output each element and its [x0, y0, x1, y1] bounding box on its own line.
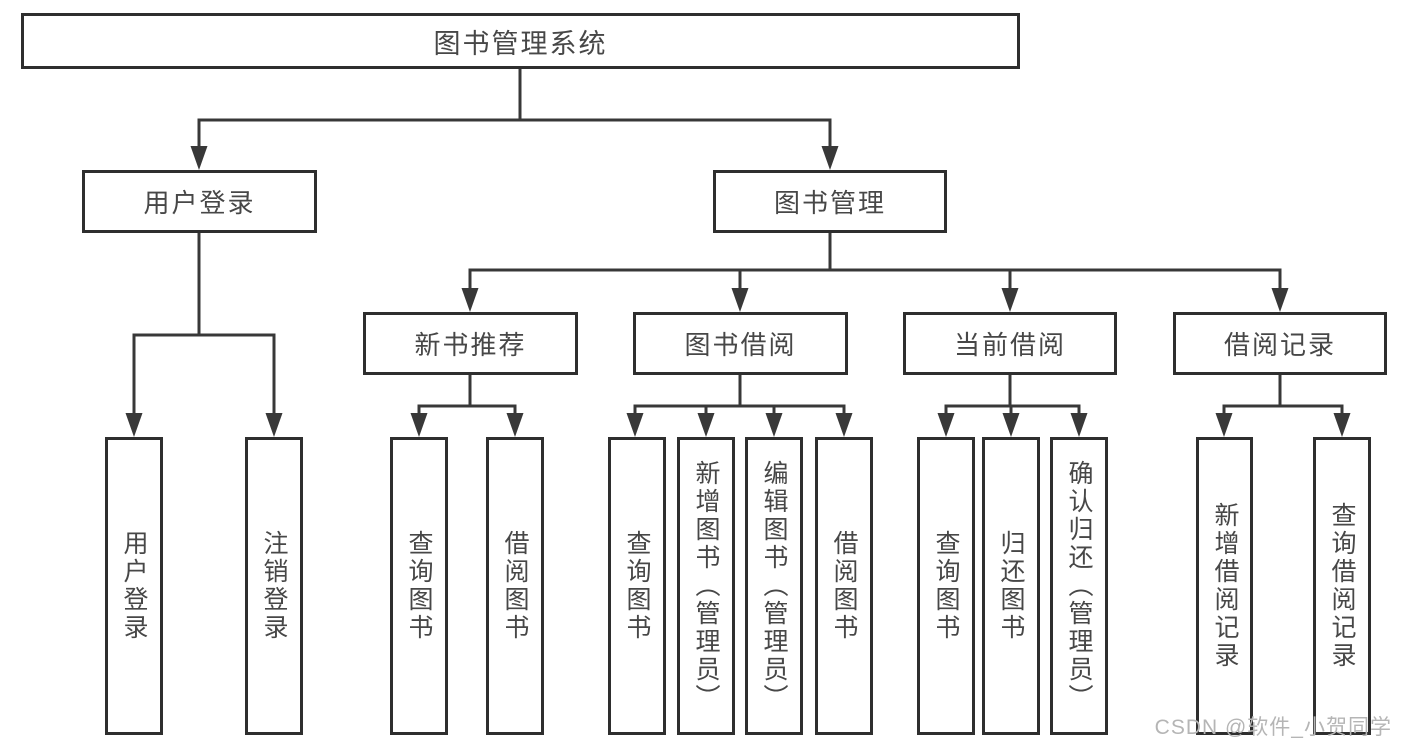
node-user-login: 用户登录 [82, 170, 317, 233]
leaf-return-books: 归还图书 [982, 437, 1040, 735]
node-book-borrowing: 图书借阅 [633, 312, 848, 375]
leaf-query-books-recommend: 查询图书 [390, 437, 448, 735]
csdn-watermark: CSDN @软件_小贺同学 [1154, 716, 1392, 739]
leaf-query-borrow-record: 查询借阅记录 [1313, 437, 1371, 735]
leaf-logout-login: 注销登录 [245, 437, 303, 735]
leaf-edit-books-admin: 编辑图书（管理员） [745, 437, 803, 735]
leaf-user-login: 用户登录 [105, 437, 163, 735]
node-book-management: 图书管理 [713, 170, 947, 233]
connector-book-borrowing-to-leaves [626, 375, 853, 437]
leaf-query-books-borrowing: 查询图书 [608, 437, 666, 735]
connector-borrowing-records-to-leaves [1215, 375, 1351, 437]
connector-current-borrowing-to-leaves [937, 375, 1088, 437]
node-current-borrowing: 当前借阅 [903, 312, 1117, 375]
leaf-query-books-current: 查询图书 [917, 437, 975, 735]
leaf-confirm-return-admin: 确认归还（管理员） [1050, 437, 1108, 735]
leaf-borrow-books-borrowing: 借阅图书 [815, 437, 873, 735]
leaf-borrow-books-recommend: 借阅图书 [486, 437, 544, 735]
connector-user-login-to-leaves [125, 233, 283, 437]
leaf-add-borrow-record: 新增借阅记录 [1196, 437, 1253, 735]
connector-root-to-level2 [190, 69, 839, 170]
node-new-book-recommend: 新书推荐 [363, 312, 578, 375]
connector-new-book-recommend-to-leaves [410, 375, 524, 437]
node-root-system: 图书管理系统 [21, 13, 1020, 69]
leaf-add-books-admin: 新增图书（管理员） [677, 437, 735, 735]
node-borrowing-records: 借阅记录 [1173, 312, 1387, 375]
connector-book-management-to-level3 [461, 233, 1289, 312]
